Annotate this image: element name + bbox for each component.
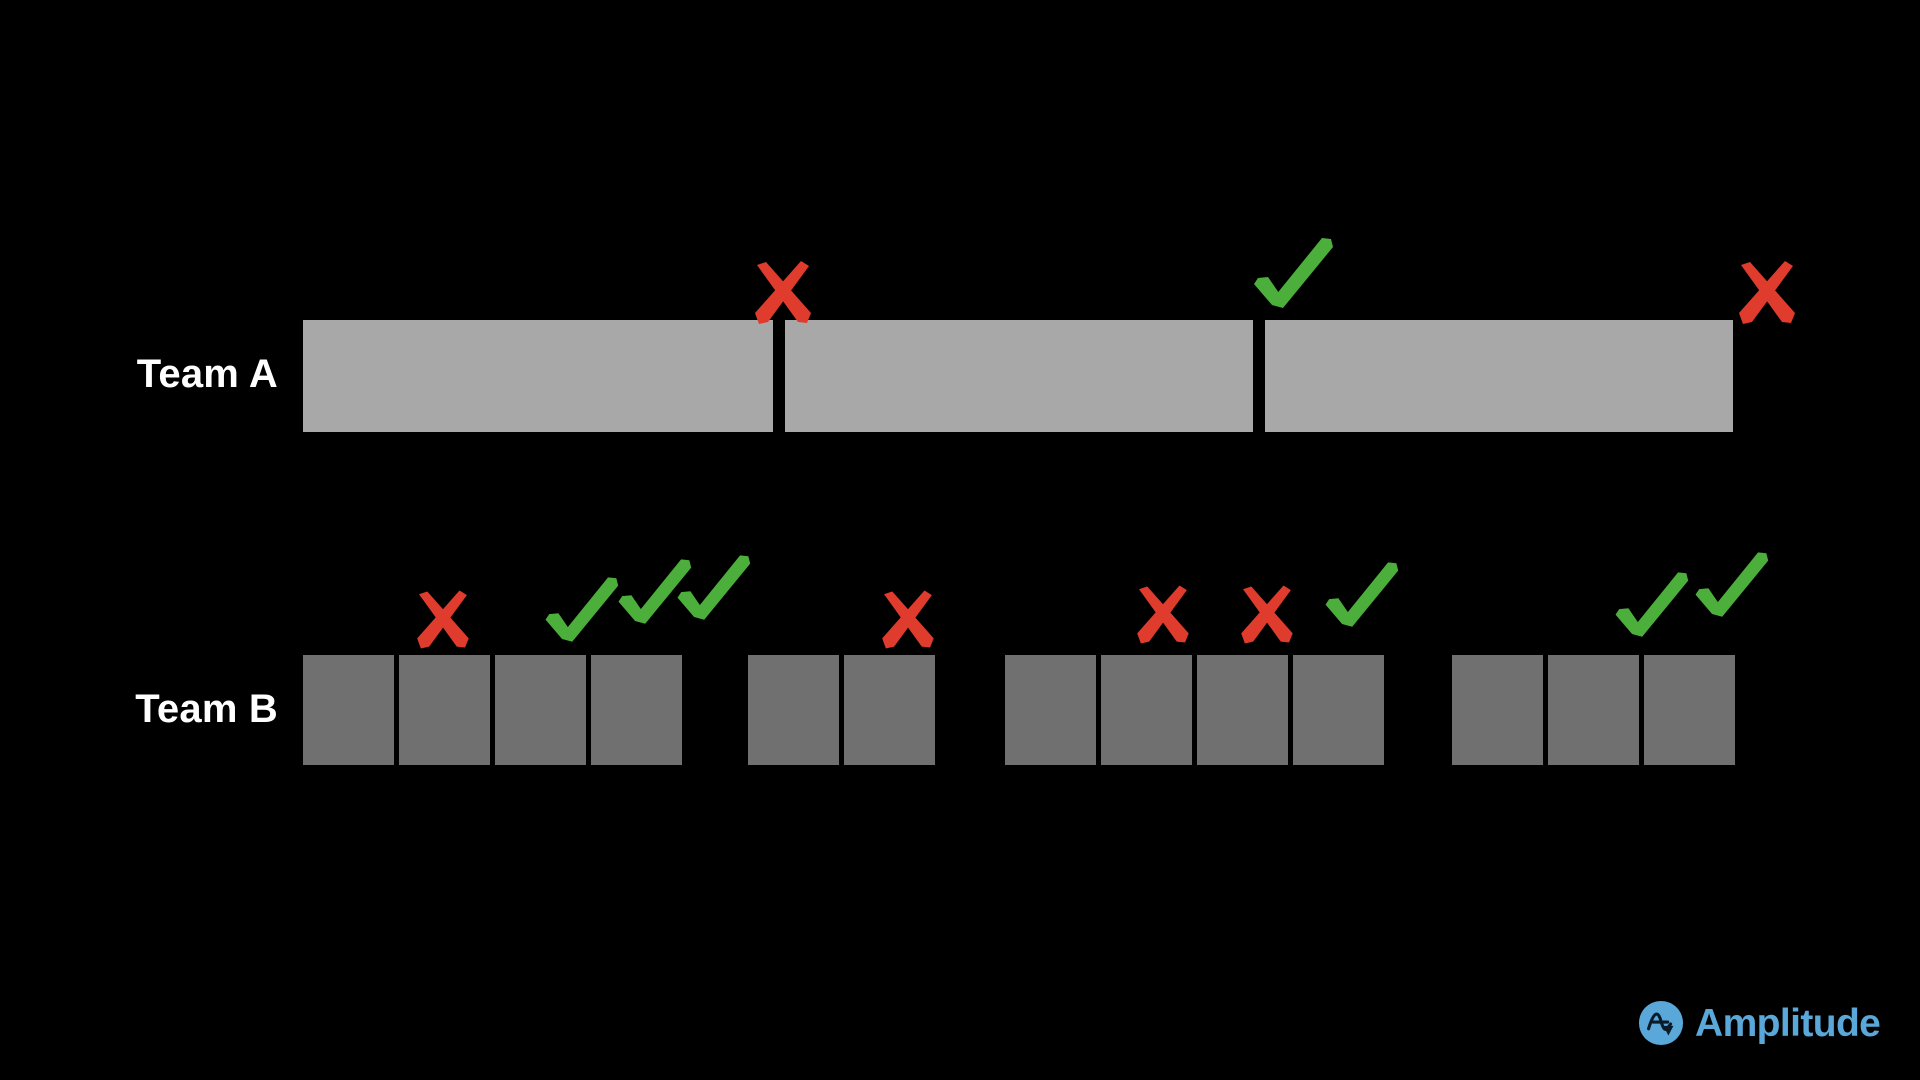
check-icon bbox=[613, 552, 696, 635]
cross-icon bbox=[408, 585, 478, 655]
team-b-box bbox=[1293, 655, 1384, 765]
check-icon bbox=[672, 548, 755, 631]
team-a-segment bbox=[785, 320, 1253, 432]
team-b-box bbox=[1452, 655, 1543, 765]
team-b-box bbox=[1197, 655, 1288, 765]
team-b-box bbox=[1005, 655, 1096, 765]
cross-icon bbox=[873, 585, 943, 655]
team-b-box bbox=[1101, 655, 1192, 765]
amplitude-wordmark: Amplitude bbox=[1695, 1001, 1881, 1045]
check-icon bbox=[540, 570, 623, 653]
team-b-track bbox=[0, 655, 1920, 765]
team-b-box bbox=[1548, 655, 1639, 765]
team-b-box bbox=[1644, 655, 1735, 765]
team-a-label: Team A bbox=[136, 352, 278, 396]
team-a-segment bbox=[303, 320, 773, 432]
team-b-label: Team B bbox=[135, 687, 278, 731]
team-b-box bbox=[303, 655, 394, 765]
check-icon bbox=[1320, 555, 1403, 638]
cross-icon bbox=[1232, 580, 1302, 650]
check-icon bbox=[1248, 230, 1338, 320]
team-a-segment bbox=[1265, 320, 1733, 432]
amplitude-logo: Amplitude bbox=[1638, 1000, 1881, 1046]
team-b-box bbox=[399, 655, 490, 765]
team-b-box bbox=[844, 655, 935, 765]
team-b-box bbox=[591, 655, 682, 765]
amplitude-circle-icon bbox=[1638, 1000, 1684, 1046]
team-a-track bbox=[0, 320, 1920, 432]
team-b-box bbox=[495, 655, 586, 765]
check-icon bbox=[1690, 545, 1773, 628]
cross-icon bbox=[1128, 580, 1198, 650]
team-b-box bbox=[748, 655, 839, 765]
check-icon bbox=[1610, 565, 1693, 648]
